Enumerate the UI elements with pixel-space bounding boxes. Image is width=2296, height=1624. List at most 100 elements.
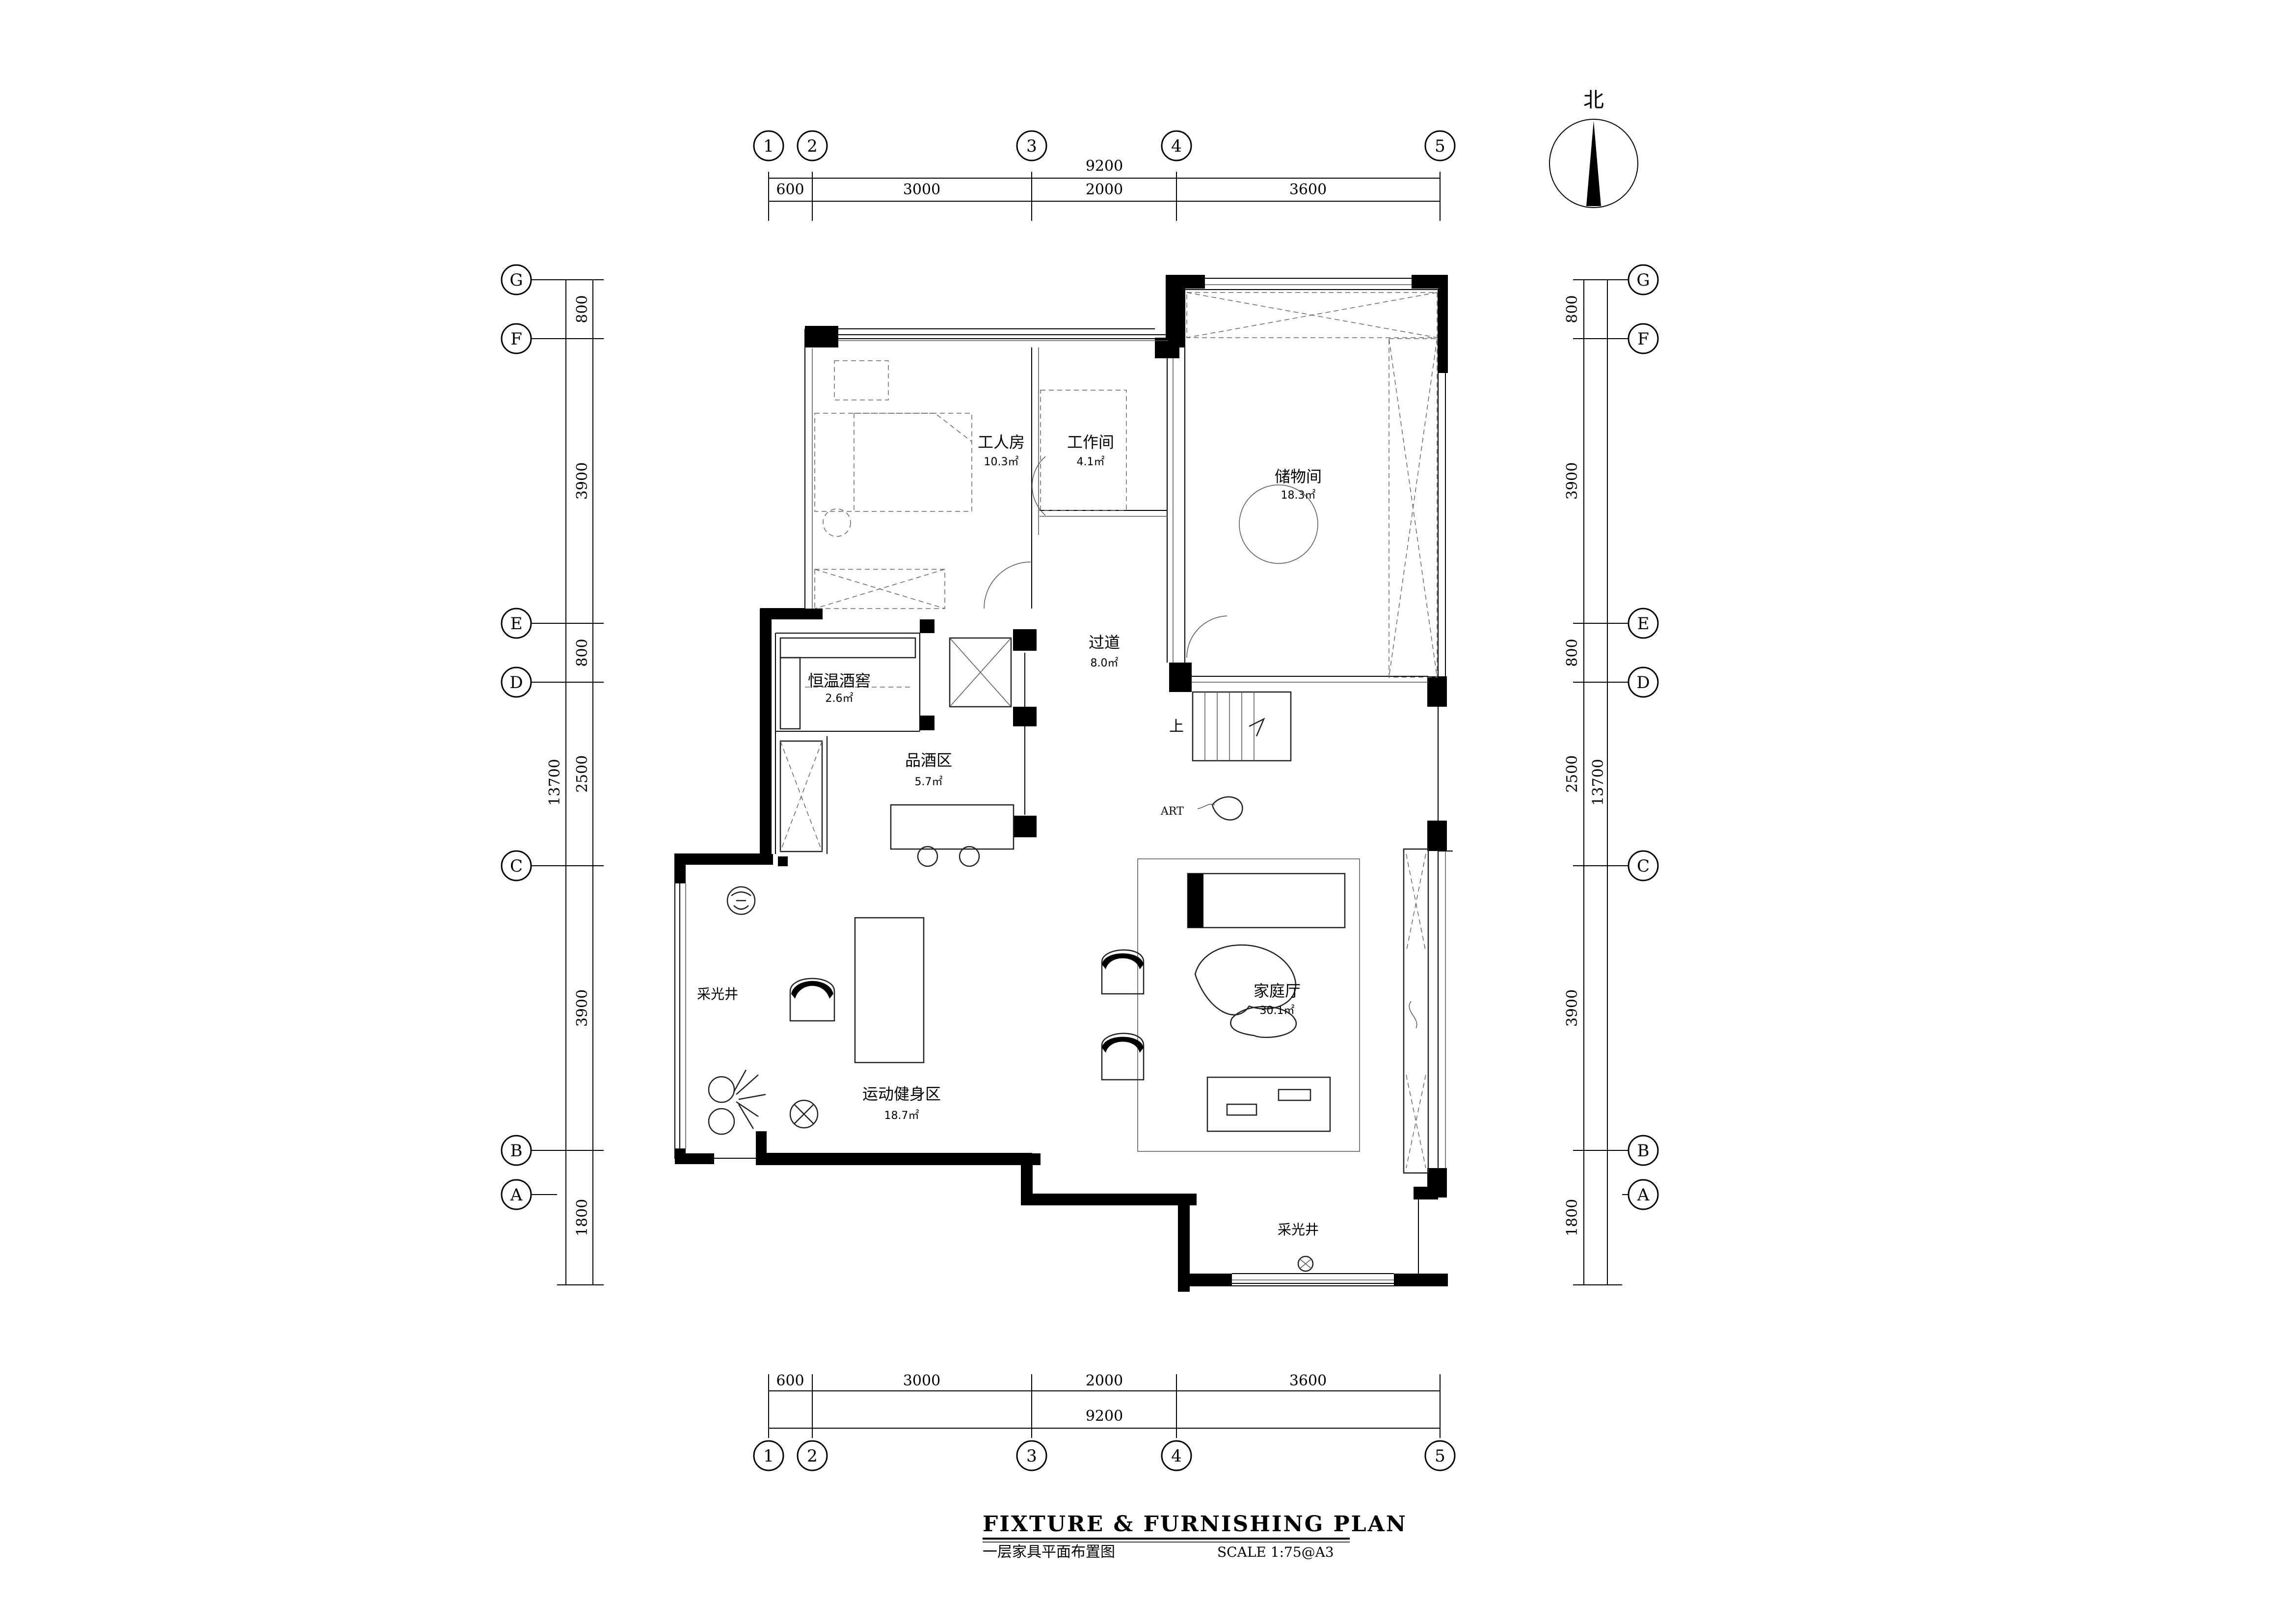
bar-stool-icon <box>917 846 938 867</box>
wine-rack-top <box>779 637 916 659</box>
axis-bubble-1: 1 <box>753 130 784 161</box>
tv-console <box>1206 1076 1331 1132</box>
axis-bubble-5-bottom: 5 <box>1424 1440 1456 1471</box>
interior-partitions <box>679 278 1453 1286</box>
room-name-lightwell-south: 采光井 <box>1278 1222 1319 1238</box>
north-arrow: 北 <box>1549 88 1638 208</box>
wall-cabinet <box>1403 848 1429 1174</box>
svg-text:5: 5 <box>1435 136 1445 156</box>
dim-top-total: 9200 <box>1086 158 1123 175</box>
room-name-workroom: 工作间 <box>1067 433 1114 452</box>
svg-text:E: E <box>510 614 523 634</box>
dim-right-seg-2: 3900 <box>1564 462 1581 500</box>
grid-axes-top: 1 2 3 4 5 <box>753 130 1456 161</box>
dim-right-seg-3: 800 <box>1564 639 1581 666</box>
grid-axes-left: G F E D C B A <box>501 264 557 1210</box>
dim-left-seg-4: 2500 <box>574 755 591 793</box>
workers-room-door-swing <box>984 561 1031 609</box>
wine-rack-side <box>779 657 801 730</box>
axis-bubble-G-left: G <box>501 264 557 295</box>
drawing-subtitle: 一层家具平面布置图 <box>983 1544 1115 1561</box>
dim-left-seg-3: 800 <box>574 639 591 666</box>
dim-bottom-seg-2: 3000 <box>903 1372 940 1389</box>
axis-bubble-A-left: A <box>501 1179 557 1210</box>
svg-text:B: B <box>1637 1141 1650 1161</box>
armchair-icon <box>1101 949 1145 995</box>
axis-bubble-A-right: A <box>1622 1179 1659 1210</box>
stair-arrow-icon <box>1249 718 1265 737</box>
dim-left-total: 13700 <box>546 759 563 805</box>
gym-furniture <box>789 917 925 1129</box>
coffee-table-large <box>1194 944 1297 1015</box>
axis-bubble-E-left: E <box>501 608 557 639</box>
svg-text:A: A <box>1637 1185 1650 1205</box>
grid-axes-right: G F E D C B A <box>1622 264 1659 1210</box>
room-labels: 工人房 10.3㎡ 工作间 4.1㎡ 储物间 18.3㎡ 过道 8.0㎡ 恒温酒… <box>697 433 1322 1238</box>
axis-bubble-2-bottom: 2 <box>797 1440 828 1471</box>
dim-right-seg-1: 800 <box>1564 295 1581 323</box>
axis-bubble-3: 3 <box>1016 130 1047 161</box>
workers-room-chair-icon <box>823 508 851 537</box>
room-area-workers: 10.3㎡ <box>984 455 1019 468</box>
room-name-wine-cellar: 恒温酒窖 <box>808 671 871 690</box>
grid-axes-bottom: 1 2 3 4 5 <box>753 1440 1456 1471</box>
title-block: FIXTURE & FURNISHING PLAN 一层家具平面布置图 SCAL… <box>983 1512 1407 1561</box>
dim-right-total: 13700 <box>1590 759 1607 805</box>
north-arrow-circle <box>1549 119 1638 208</box>
axis-bubble-F-right: F <box>1622 323 1659 354</box>
art-sculpture: ART <box>1160 796 1243 821</box>
axis-bubble-1-bottom: 1 <box>753 1440 784 1471</box>
axis-bubble-G-right: G <box>1622 264 1659 295</box>
plant-icon <box>726 886 756 915</box>
svg-text:E: E <box>1637 614 1650 634</box>
svg-text:3: 3 <box>1026 136 1037 156</box>
walls <box>674 275 1448 1292</box>
svg-text:2: 2 <box>807 136 818 156</box>
decor-icon <box>1409 1001 1417 1029</box>
workers-room-furniture <box>814 360 1031 609</box>
axis-bubble-E-right: E <box>1622 608 1659 639</box>
art-label: ART <box>1160 805 1184 818</box>
dimension-right: 13700 800 3900 800 2500 3900 1800 <box>1564 279 1622 1285</box>
dim-top-seg-3: 2000 <box>1086 181 1123 198</box>
axis-bubble-D-right: D <box>1622 666 1659 698</box>
dim-bottom-seg-3: 2000 <box>1086 1372 1123 1389</box>
svg-text:3: 3 <box>1026 1446 1037 1466</box>
svg-text:1: 1 <box>763 136 774 156</box>
axis-bubble-D-left: D <box>501 666 557 698</box>
axis-bubble-3-bottom: 3 <box>1016 1440 1047 1471</box>
room-name-storage: 储物间 <box>1275 467 1322 486</box>
dim-top-seg-1: 600 <box>776 181 804 198</box>
axis-bubble-4-bottom: 4 <box>1161 1440 1192 1471</box>
room-area-tasting: 5.7㎡ <box>915 775 943 788</box>
svg-text:4: 4 <box>1171 1446 1182 1466</box>
drawing-scale: SCALE 1:75@A3 <box>1217 1544 1334 1560</box>
svg-text:C: C <box>510 856 523 876</box>
svg-text:G: G <box>509 270 523 290</box>
tasting-cabinet <box>779 740 823 852</box>
rug <box>1137 858 1360 1152</box>
dimension-bottom: 600 3000 2000 3600 9200 <box>768 1372 1441 1438</box>
svg-text:2: 2 <box>807 1446 818 1466</box>
axis-bubble-5: 5 <box>1424 130 1456 161</box>
svg-text:B: B <box>510 1141 523 1161</box>
bar-stool-icon <box>959 846 980 867</box>
dim-left-seg-1: 800 <box>574 295 591 323</box>
north-arrow-pointer <box>1586 121 1601 206</box>
room-area-workroom: 4.1㎡ <box>1077 455 1105 468</box>
dim-bottom-total: 9200 <box>1086 1408 1123 1425</box>
dimension-top: 9200 600 3000 2000 3600 <box>768 158 1441 221</box>
room-name-family-hall: 家庭厅 <box>1254 982 1301 1000</box>
drawing-title: FIXTURE & FURNISHING PLAN <box>983 1512 1407 1537</box>
plant-icon <box>1297 1255 1314 1272</box>
dim-right-seg-4: 2500 <box>1564 755 1581 793</box>
north-label: 北 <box>1583 88 1604 112</box>
exercise-bike-icon <box>789 1099 819 1129</box>
room-name-lightwell-west: 采光井 <box>697 986 738 1002</box>
family-hall-furniture <box>1101 848 1429 1174</box>
svg-text:4: 4 <box>1171 136 1182 156</box>
room-area-storage: 18.3㎡ <box>1281 489 1316 502</box>
wine-cabinet <box>949 637 1012 708</box>
treadmill <box>854 917 925 1064</box>
